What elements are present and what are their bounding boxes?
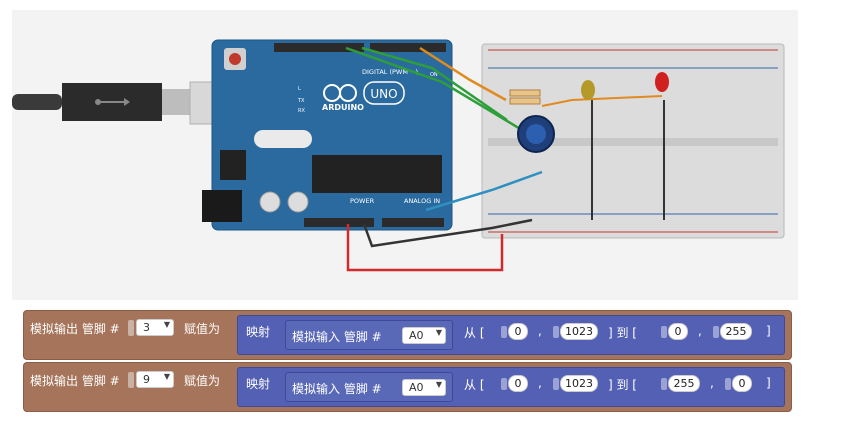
analog-pin-dropdown[interactable]: A0▼ [402, 379, 446, 396]
pin-dropdown[interactable]: 3▼ [136, 319, 174, 336]
analog-read-block[interactable]: 模拟输入 管脚 # A0▼ [285, 372, 453, 402]
chevron-down-icon: ▼ [435, 328, 442, 337]
analog-write-block-2[interactable]: 模拟输出 管脚 # 9▼ 赋值为 映射 模拟输入 管脚 # A0▼ 从 [ 0 … [23, 362, 792, 412]
to-label: ] 到 [ [608, 378, 637, 392]
led-tx: TX [297, 98, 305, 104]
analog-write-label: 模拟输出 管脚 # [30, 374, 120, 388]
circuit-canvas[interactable]: DIGITAL (PWM ~) ARDUINO UNO L TX RX ON P… [12, 10, 798, 300]
from-label: 从 [ [464, 378, 485, 392]
analog-write-block-1[interactable]: 模拟输出 管脚 # 3▼ 赋值为 映射 模拟输入 管脚 # A0▼ 从 [ 0 … [23, 310, 792, 360]
from-high-input[interactable]: 1023 [553, 323, 598, 340]
to-high-input[interactable]: 255 [713, 323, 752, 340]
clipped-top-text [0, 0, 846, 10]
led-rx: RX [298, 108, 305, 114]
model-label: UNO [370, 87, 397, 101]
assign-label: 赋值为 [184, 322, 221, 336]
circuit-diagram: DIGITAL (PWM ~) ARDUINO UNO L TX RX ON P… [12, 39, 785, 272]
map-block[interactable]: 映射 模拟输入 管脚 # A0▼ 从 [ 0 , 1023 ] 到 [ 0 , … [237, 315, 785, 355]
to-low-input[interactable]: 0 [661, 323, 688, 340]
separator: , [710, 376, 714, 390]
analog-read-label: 模拟输入 管脚 # [292, 382, 382, 396]
close-bracket: ] [766, 376, 771, 390]
digital-label: DIGITAL (PWM ~) [362, 68, 418, 76]
from-low-input[interactable]: 0 [501, 323, 528, 340]
separator: , [538, 324, 542, 338]
from-high-input[interactable]: 1023 [553, 375, 598, 392]
pin-dropdown[interactable]: 9▼ [136, 371, 174, 388]
analog-label: ANALOG IN [404, 197, 440, 205]
separator: , [538, 376, 542, 390]
analog-read-label: 模拟输入 管脚 # [292, 330, 382, 344]
close-bracket: ] [766, 324, 771, 338]
map-label: 映射 [246, 377, 271, 391]
components [509, 72, 669, 153]
map-label: 映射 [246, 325, 271, 339]
to-high-input[interactable]: 0 [725, 375, 752, 392]
to-label: ] 到 [ [608, 326, 637, 340]
analog-write-label: 模拟输出 管脚 # [30, 322, 120, 336]
from-low-input[interactable]: 0 [501, 375, 528, 392]
analog-pin-dropdown[interactable]: A0▼ [402, 327, 446, 344]
map-block[interactable]: 映射 模拟输入 管脚 # A0▼ 从 [ 0 , 1023 ] 到 [ 255 … [237, 367, 785, 407]
pin-socket [128, 372, 134, 388]
pin-socket [128, 320, 134, 336]
to-low-input[interactable]: 255 [661, 375, 700, 392]
analog-read-block[interactable]: 模拟输入 管脚 # A0▼ [285, 320, 453, 350]
usb-cable [12, 81, 247, 125]
separator: , [698, 324, 702, 338]
usb-icon [95, 98, 130, 106]
chevron-down-icon: ▼ [163, 320, 170, 329]
led-l: L [298, 86, 301, 92]
on-label: ON [430, 72, 438, 78]
wires [345, 46, 665, 272]
from-label: 从 [ [464, 326, 485, 340]
breadboard [481, 43, 785, 239]
arduino-board: DIGITAL (PWM ~) ARDUINO UNO L TX RX ON P… [202, 39, 453, 231]
power-label: POWER [350, 197, 375, 205]
brand-label: ARDUINO [322, 103, 364, 112]
assign-label: 赋值为 [184, 374, 221, 388]
chevron-down-icon: ▼ [163, 372, 170, 381]
chevron-down-icon: ▼ [435, 380, 442, 389]
